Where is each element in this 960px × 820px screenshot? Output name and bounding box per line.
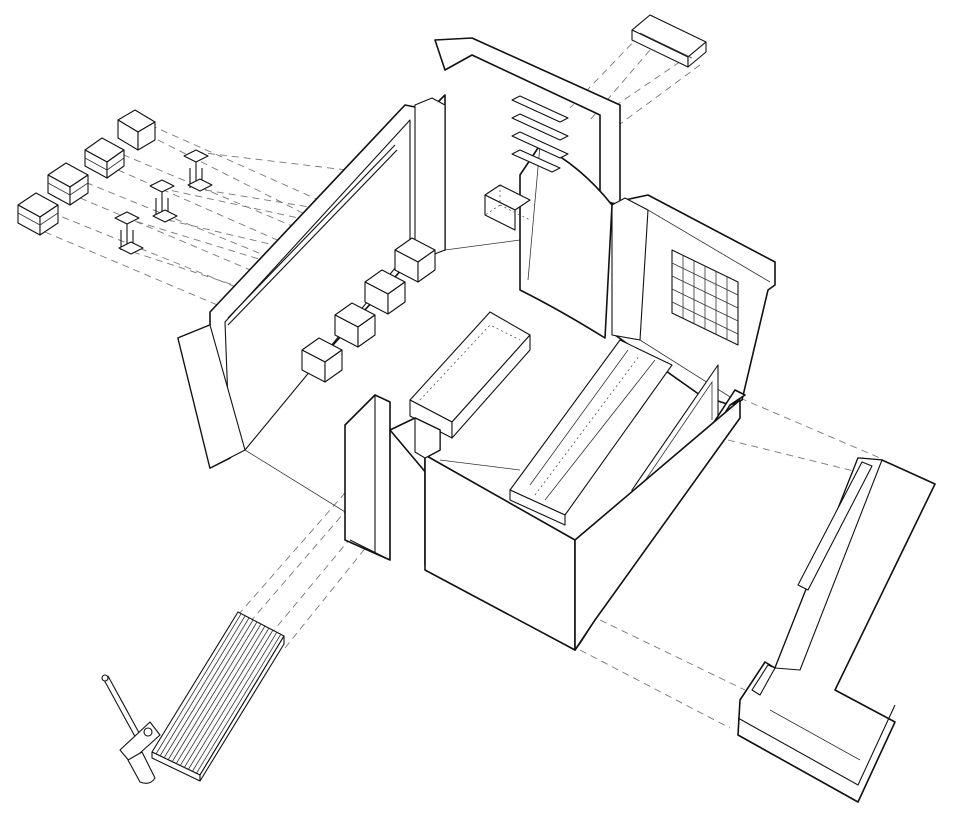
exploded-cube-stools (17, 109, 156, 236)
pedestal-3 (114, 211, 144, 255)
exploded-l-counter (737, 457, 936, 803)
cube-stool-1 (117, 109, 156, 151)
cube-stool-2 (84, 137, 125, 179)
cube-stool-3 (47, 162, 89, 206)
grid-window (671, 249, 739, 346)
crank-cylinder (127, 751, 156, 784)
exploded-pedestals (114, 149, 213, 255)
corner-pier (414, 97, 446, 256)
front-column (344, 394, 391, 561)
crank-rod (102, 677, 139, 743)
front-wall-side (574, 399, 741, 651)
room-shell (177, 37, 776, 651)
right-wall-column (611, 197, 649, 341)
exploded-ceiling-unit (631, 14, 707, 68)
curved-partition (519, 144, 613, 339)
crank-knob (101, 674, 109, 682)
cube-stool-4 (17, 192, 59, 236)
floor-outline (244, 239, 521, 516)
l-counter-side-panel (797, 461, 873, 591)
l-counter-top (737, 457, 936, 803)
interior-cube-3 (334, 302, 376, 348)
interior-cube-2 (364, 269, 406, 315)
shutter-slats (155, 613, 282, 775)
long-bench (509, 339, 673, 526)
left-wall-column (177, 324, 246, 469)
central-table (409, 311, 531, 439)
pedestal-1 (183, 149, 213, 192)
interior-cube-4 (301, 337, 343, 383)
interior-display-cubes (301, 237, 436, 383)
wall-shelves (511, 95, 569, 173)
door-jamb (414, 417, 441, 459)
back-low-box (484, 184, 531, 231)
pedestal-2 (149, 179, 178, 223)
exploded-shutter-unit (101, 611, 285, 784)
interior-cube-1 (394, 237, 436, 283)
